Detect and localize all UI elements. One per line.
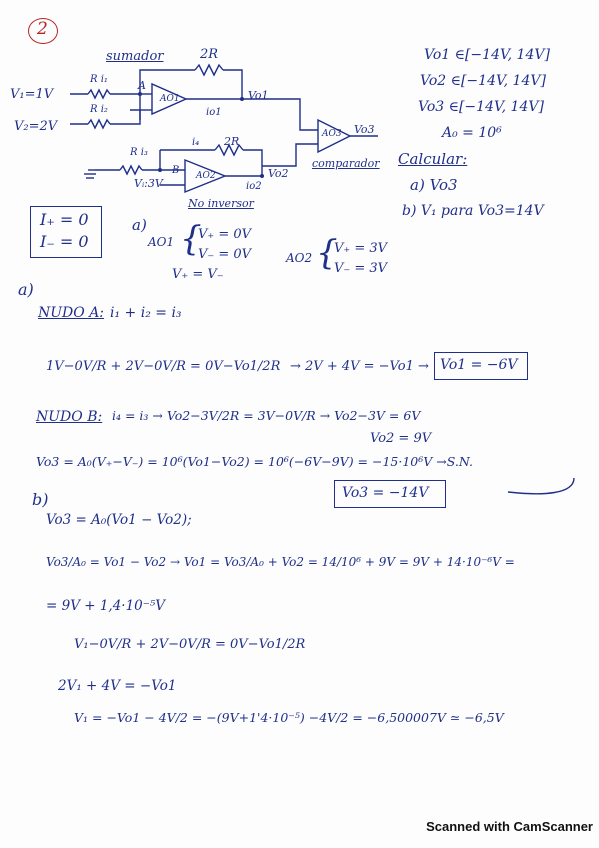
- current-minus: I₋ = 0: [40, 232, 89, 251]
- part-b-line4: V₁−0V/R + 2V−0V/R = 0V−Vo1/2R: [74, 637, 306, 652]
- circuit-diagram: [70, 63, 378, 194]
- part-b-line5: 2V₁ + 4V = −Vo1: [58, 678, 177, 694]
- eq1-rest: → 2V + 4V = −Vo1 →: [290, 359, 429, 374]
- cond-brace2: {: [316, 233, 338, 273]
- label-node-a: A: [138, 79, 146, 92]
- problem-number: 2: [37, 19, 48, 39]
- currents-box: [30, 206, 102, 258]
- result1: Vo1 = −6V: [440, 357, 518, 373]
- cond-ao1-vp: V₊ = 0V: [198, 227, 252, 242]
- range-vo3: Vo3 ∈[−14V, 14V]: [418, 99, 544, 115]
- current-plus: I₊ = 0: [40, 210, 89, 229]
- label-v1: V₁=1V: [10, 87, 54, 102]
- result2-box: [334, 480, 446, 508]
- footer-watermark: Scanned with CamScanner: [426, 819, 593, 834]
- label-r-i3: R i₃: [130, 147, 148, 158]
- label-io2: io2: [246, 181, 262, 192]
- range-vo2: Vo2 ∈[−14V, 14V]: [420, 73, 546, 89]
- cond-a-label: a): [132, 216, 147, 234]
- label-node-b: B: [172, 165, 180, 176]
- range-vo1: Vo1 ∈[−14V, 14V]: [424, 47, 550, 63]
- label-vo2: Vo2: [268, 167, 289, 180]
- part-b-line6: V₁ = −Vo1 − 4V/2 = −(9V+1'4·10⁻⁵) −4V/2 …: [74, 710, 504, 725]
- cond-ao1-vm: V₋ = 0V: [198, 247, 252, 262]
- label-r1: R i₁: [90, 74, 108, 85]
- label-2r-lower: 2R: [224, 135, 240, 148]
- label-vo1: Vo1: [248, 89, 269, 102]
- vo2-result: Vo2 = 9V: [370, 431, 432, 446]
- label-io1: io1: [206, 107, 222, 118]
- problem-number-circle: [28, 18, 58, 44]
- calcular-a: a) Vo3: [410, 176, 458, 194]
- nudo-b-label: NUDO B:: [36, 409, 103, 425]
- label-r2: R i₂: [90, 104, 108, 115]
- cond-brace1: {: [180, 219, 202, 259]
- cond-ao2-vp: V₊ = 3V: [334, 241, 388, 256]
- label-ao1: AO1: [160, 94, 180, 104]
- label-i4: i₄: [192, 137, 200, 148]
- label-sumador: sumador: [106, 49, 164, 64]
- nudo-b-eq: i₄ = i₃ → Vo2−3V/2R = 3V−0V/R → Vo2−3V =…: [112, 408, 421, 423]
- cond-ao1: AO1: [148, 235, 175, 249]
- vo3-eq: Vo3 = A₀(V₊−V₋) = 10⁶(Vo1−Vo2) = 10⁶(−6V…: [36, 454, 473, 469]
- part-b-line3: = 9V + 1,4·10⁻⁵V: [46, 598, 166, 614]
- label-vo3: Vo3: [354, 123, 375, 136]
- calcular-b: b) V₁ para Vo3=14V: [402, 203, 544, 219]
- nudo-a-eq: i₁ + i₂ = i₃: [110, 305, 182, 321]
- label-vi3: Vᵢ:3V: [134, 177, 163, 190]
- cond-vp-eq: V₊ = V₋: [172, 267, 224, 282]
- result1-box: [434, 352, 528, 380]
- result2: Vo3 = −14V: [342, 485, 429, 501]
- label-comparador: comparador: [312, 157, 380, 170]
- label-v2: V₂=2V: [14, 119, 58, 134]
- part-b-line1: Vo3 = A₀(Vo1 − Vo2);: [46, 512, 192, 528]
- eq1: 1V−0V/R + 2V−0V/R = 0V−Vo1/2R: [46, 359, 281, 374]
- calcular-title: Calcular:: [398, 150, 468, 168]
- range-a0: A₀ = 10⁶: [442, 125, 502, 141]
- label-ao3: AO3: [322, 129, 342, 139]
- label-ao2: AO2: [196, 171, 216, 181]
- nudo-a-label: NUDO A:: [38, 305, 105, 321]
- arrow-to-result: [507, 477, 575, 495]
- part-a-label: a): [18, 280, 34, 299]
- label-no-inversor: No inversor: [188, 197, 254, 210]
- cond-ao2: AO2: [286, 251, 313, 265]
- part-b-line2: Vo3/A₀ = Vo1 − Vo2 → Vo1 = Vo3/A₀ + Vo2 …: [46, 555, 515, 569]
- part-b-label: b): [32, 490, 49, 509]
- label-2r-top: 2R: [200, 47, 219, 62]
- cond-ao2-vm: V₋ = 3V: [334, 261, 388, 276]
